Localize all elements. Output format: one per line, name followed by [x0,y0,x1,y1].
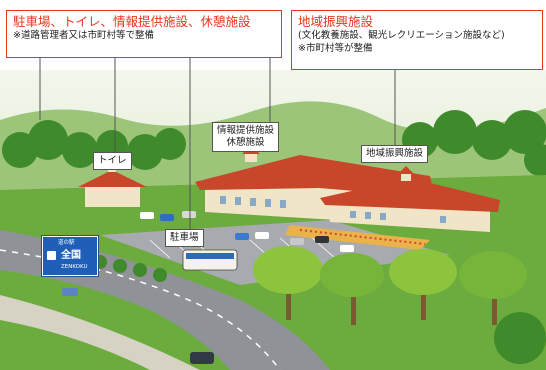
sidewalk [0,295,200,370]
callout-regional-facilities-note-1: (文化教養施設、観光レクリエーション施設など) [298,30,505,41]
michi-no-eki-icon [47,251,56,260]
foreground-trees [93,246,546,364]
callout-regional-facilities-note-2: ※市町村等が整備 [298,43,373,54]
label-regional-facility: 地域振興施設 [361,145,429,163]
label-info-rest-facility: 情報提供施設 休憩施設 [212,122,280,152]
callout-public-facilities-title: 駐車場、トイレ、情報提供施設、休憩施設 [13,14,251,29]
bus [182,249,238,271]
sign-top-text: 道の駅 [58,240,75,246]
parked-cars [62,211,354,364]
label-rest-facility: 休憩施設 [226,137,265,148]
callout-public-facilities: 駐車場、トイレ、情報提供施設、休憩施設 ※道路管理者又は市町村等で整備 [6,10,282,58]
regional-building [320,166,500,232]
sign-main-text: 全国 [61,250,81,261]
label-toilet: トイレ [93,152,132,170]
flower-beds [285,225,430,250]
callout-regional-facilities: 地域振興施設 (文化教養施設、観光レクリエーション施設など) ※市町村等が整備 [291,10,543,70]
label-info-facility: 情報提供施設 [217,125,275,136]
label-parking: 駐車場 [165,229,204,247]
leader-lines [39,58,396,229]
sign-sub-text: ZENKOKU [61,264,88,270]
michi-no-eki-sign: 道の駅 全国 ZENKOKU [42,236,98,276]
callout-public-facilities-note: ※道路管理者又は市町村等で整備 [13,30,154,41]
callout-regional-facilities-title: 地域振興施設 [298,14,374,29]
